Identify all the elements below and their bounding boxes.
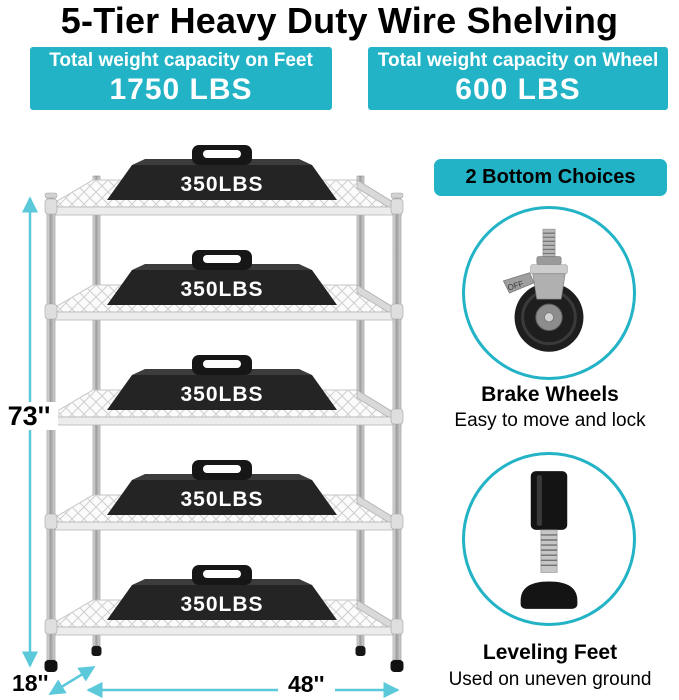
block-load-label: 350LBS xyxy=(180,383,263,406)
capacity-wheel-value: 600 LBS xyxy=(455,73,581,106)
capacity-wheel-label: Total weight capacity on Wheel xyxy=(377,50,659,71)
block-load-label: 350LBS xyxy=(180,593,263,616)
bottom-choices-header: 2 Bottom Choices xyxy=(434,159,667,196)
option-desc-brake-wheels: Easy to move and lock xyxy=(454,410,646,431)
capacity-feet-label: Total weight capacity on Feet xyxy=(49,50,313,71)
weight-blocks: 350LBS 350LBS 350LBS 350LBS 350LBS xyxy=(107,145,337,620)
brake-wheel-image: OFF xyxy=(462,206,636,380)
leveling-foot-icon xyxy=(520,471,578,609)
dimension-arrows xyxy=(21,196,400,699)
foot-pad xyxy=(520,581,578,609)
bottom-choices-title: 2 Bottom Choices xyxy=(465,166,636,188)
foot-threaded-rod xyxy=(540,529,558,573)
capacity-feet-value: 1750 LBS xyxy=(109,73,253,106)
option-name-leveling-feet: Leveling Feet xyxy=(482,641,618,664)
block-load-label: 350LBS xyxy=(180,488,263,511)
option-desc-leveling-feet: Used on uneven ground xyxy=(448,669,652,690)
wheel-stem xyxy=(530,228,568,275)
brake-lever xyxy=(502,272,535,294)
width-dimension-label: 48'' xyxy=(278,672,335,696)
page-title: 5-Tier Heavy Duty Wire Shelving xyxy=(60,0,619,41)
caster-wheel-icon: OFF xyxy=(502,228,584,352)
shelving-illustration: 350LBS 350LBS 350LBS 350LBS 350LBS xyxy=(21,145,404,699)
block-load-label: 350LBS xyxy=(180,278,263,301)
foot-tube xyxy=(530,471,568,530)
depth-dimension-label: 18'' xyxy=(12,670,49,696)
capacity-banner-wheel: Total weight capacity on Wheel 600 LBS xyxy=(368,47,668,110)
capacity-banner-feet: Total weight capacity on Feet 1750 LBS xyxy=(30,47,332,110)
wheel-fork xyxy=(532,273,566,300)
leveling-foot-image xyxy=(462,452,636,626)
depth-arrow xyxy=(48,665,96,696)
block-load-label: 350LBS xyxy=(180,173,263,196)
height-dimension-label: 73'' xyxy=(0,402,58,430)
option-name-brake-wheels: Brake Wheels xyxy=(481,383,619,406)
